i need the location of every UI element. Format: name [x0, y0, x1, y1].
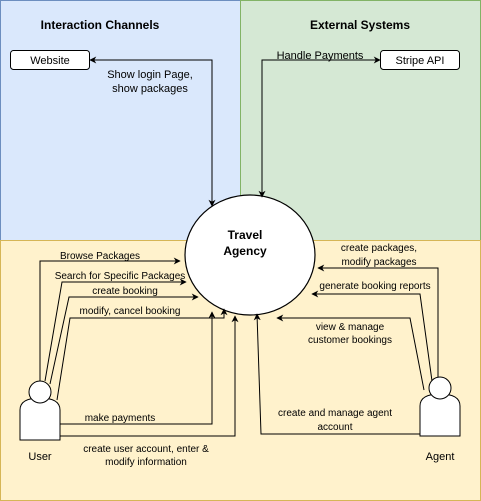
- stripe-api-label: Stripe API: [396, 55, 445, 67]
- zone-interaction-channels: [0, 0, 241, 241]
- edge-label-create-packages-1: create packages,: [341, 243, 417, 254]
- edge-modify-cancel: [56, 308, 228, 401]
- edge-label-create-account-2: modify information: [105, 457, 187, 468]
- edge-label-create-account-1: create user account, enter &: [83, 444, 209, 455]
- travel-agency-node[interactable]: [184, 194, 316, 316]
- edge-label-make-payments: make payments: [85, 413, 156, 424]
- travel-agency-label-line2: Agency: [223, 244, 267, 258]
- website-label: Website: [30, 55, 70, 67]
- edge-label-create-booking: create booking: [92, 286, 158, 297]
- edge-label-show-login-2: show packages: [112, 83, 188, 95]
- edge-website-agency: [89, 56, 216, 207]
- edge-label-view-manage-1: view & manage: [316, 322, 385, 333]
- edge-search-packages: [44, 278, 187, 382]
- agent-actor-icon[interactable]: [419, 376, 461, 437]
- edge-label-agent-account-2: account: [317, 422, 352, 433]
- edge-browse-packages: [39, 257, 181, 381]
- edge-label-modify-cancel: modify, cancel booking: [80, 306, 181, 317]
- user-label: User: [28, 451, 52, 463]
- travel-agency-label-line1: Travel: [228, 228, 263, 242]
- agent-label: Agent: [426, 451, 455, 463]
- edge-label-show-login-1: Show login Page,: [107, 69, 193, 81]
- zone-title-external: External Systems: [310, 18, 410, 32]
- edge-label-reports: generate booking reports: [319, 281, 430, 292]
- user-actor-icon[interactable]: [19, 380, 61, 441]
- edge-create-booking: [49, 293, 199, 385]
- edge-label-agent-account-1: create and manage agent: [278, 408, 392, 419]
- edge-view-manage: [276, 314, 425, 391]
- edge-label-handle-payments: Handle Payments: [277, 50, 364, 62]
- zone-title-interaction: Interaction Channels: [41, 18, 160, 32]
- edge-label-search: Search for Specific Packages: [55, 271, 186, 282]
- edge-label-create-packages-2: modify packages: [341, 257, 416, 268]
- edge-create-packages: [317, 264, 439, 377]
- edge-label-view-manage-2: customer bookings: [308, 335, 392, 346]
- edge-label-browse: Browse Packages: [60, 251, 140, 262]
- edge-stripe-agency: [258, 56, 381, 198]
- edge-generate-reports: [311, 290, 433, 382]
- edge-create-account: [60, 315, 239, 437]
- edge-make-payments: [60, 311, 216, 425]
- edge-agent-account: [253, 313, 420, 435]
